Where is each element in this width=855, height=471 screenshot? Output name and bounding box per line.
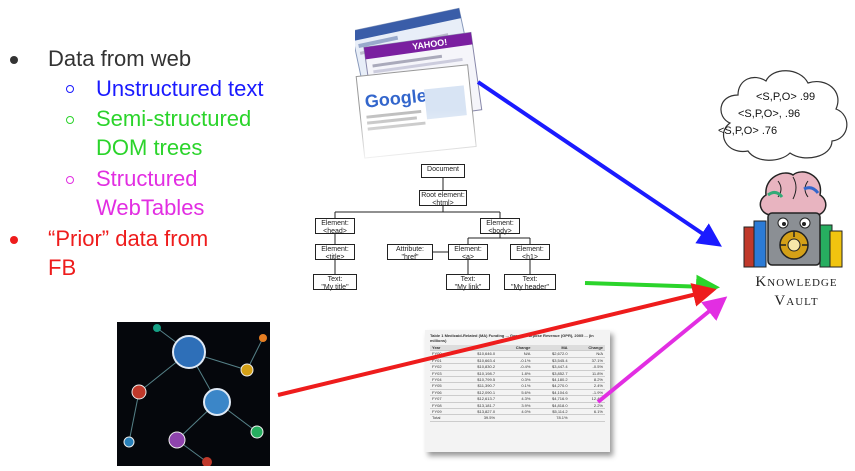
dom-node-root: Root element:<html>: [419, 190, 467, 207]
webtable-cell: [497, 414, 533, 422]
dom-node-text-title: Text:"My title": [313, 274, 357, 291]
bullet-fb: FB: [48, 255, 77, 280]
dom-node-text-header: Text:"My header": [504, 274, 556, 291]
bullet-unstructured-text: Unstructured text: [96, 76, 264, 101]
webtable-cell: FY08: [430, 402, 456, 410]
knowledge-vault-title-line1: Knowledge: [755, 274, 838, 290]
yahoo-logo-text: YAHOO!: [412, 37, 448, 52]
webtable-cell: $12,613.7: [455, 395, 498, 403]
cloud-triple-2: <S,P,O>, .96: [738, 108, 800, 120]
dom-tree: Document Root element:<html> Element:<he…: [305, 160, 595, 291]
webtable: Table 1 Medicaid-Related (MA) Funding ..…: [425, 330, 610, 452]
dom-node-document: Document: [421, 164, 465, 178]
arrow-structured: [596, 296, 728, 404]
webtable-cell: $13,181.7: [455, 402, 498, 410]
webtable-cell: $4,818.0: [532, 402, 570, 410]
bullet-dot: [10, 236, 18, 244]
webtable-cell: 4.0%: [497, 408, 533, 416]
bullet-data-from-web: Data from web: [48, 46, 192, 71]
webtable-cell: $5,114.2: [532, 408, 570, 416]
webtable-cell: FY09: [430, 408, 456, 416]
cloud-triple-3: <S,P,O> .76: [718, 125, 777, 137]
webtable-cell: 2.2%: [569, 402, 605, 410]
bullet-structured: Structured: [96, 166, 198, 191]
dom-node-text-link: Text:"My link": [446, 274, 490, 291]
web-pages-collage: YAHOO! Google: [350, 0, 485, 160]
webtable-caption: Table 1 Medicaid-Related (MA) Funding ..…: [430, 333, 594, 343]
webtable-cell: $4,716.9: [532, 395, 570, 403]
dom-node-h1: Element:<h1>: [510, 244, 550, 261]
webtable-cell: 39.5%: [455, 414, 498, 422]
triples-cloud: <S,P,O> .99 <S,P,O>, .96 <S,P,O> .76: [708, 55, 855, 165]
knowledge-vault-logo: [738, 165, 848, 275]
dom-node-head: Element:<head>: [315, 218, 355, 235]
webtable-cell: 6.1%: [569, 408, 605, 416]
webtable-cell: $13,827.0: [455, 408, 498, 416]
bullet-dot: [10, 56, 18, 64]
bullet-dom-trees: DOM trees: [96, 135, 203, 160]
webtable-cell: FY07: [430, 395, 456, 403]
dom-node-a: Element:<a>: [448, 244, 488, 261]
cloud-triple-1: <S,P,O> .99: [756, 91, 815, 103]
bullet-semi-structured: Semi-structured: [96, 106, 252, 131]
webtable-cell: 4.3%: [497, 395, 533, 403]
webtable-cell: [569, 414, 605, 422]
dom-node-attribute: Attribute:"href": [387, 244, 433, 261]
sub-bullet-ring: [66, 85, 74, 93]
webtable-cell: 78.1%: [532, 414, 570, 422]
dom-node-title: Element:<title>: [315, 244, 355, 261]
sub-bullet-ring: [66, 176, 74, 184]
knowledge-vault-title-line2: Vault: [774, 293, 819, 309]
dom-node-body: Element:<body>: [480, 218, 520, 235]
webtable-cell: Total: [430, 414, 456, 422]
bullet-prior-data: “Prior” data from: [48, 226, 209, 251]
bullet-webtables: WebTables: [96, 195, 205, 220]
arrow-semi-structured: [584, 274, 720, 299]
webtable-cell: 3.9%: [497, 402, 533, 410]
sub-bullet-ring: [66, 116, 74, 124]
knowledge-graph-image: [117, 322, 270, 467]
